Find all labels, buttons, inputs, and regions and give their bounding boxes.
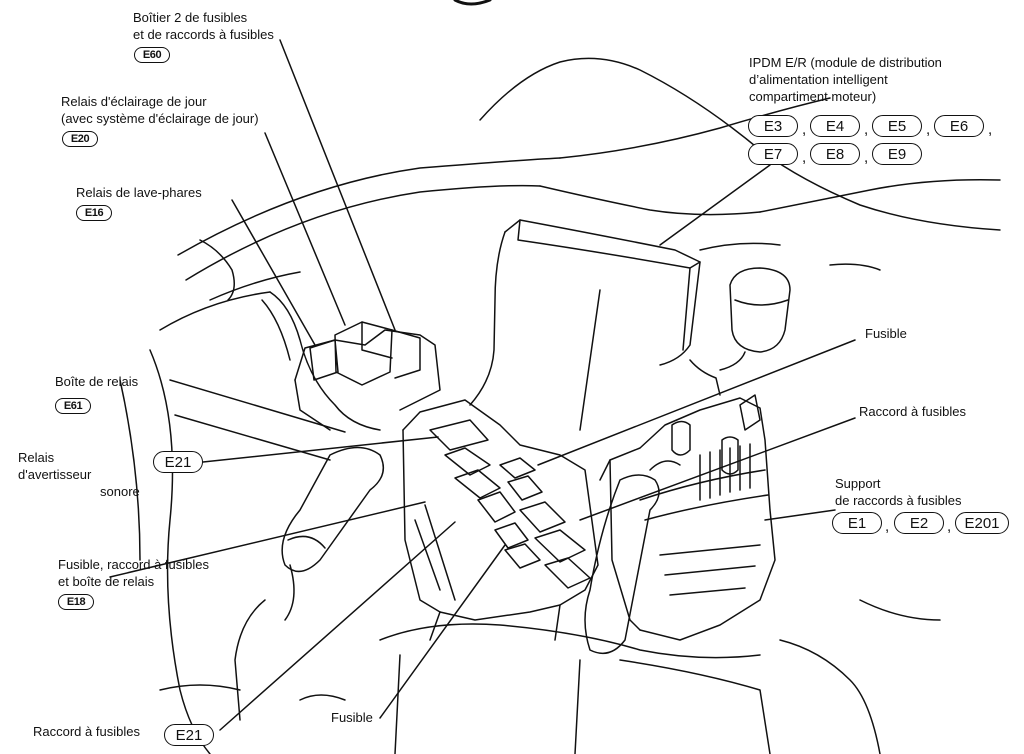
label-support-line1: Support [835,476,881,491]
separator-comma: , [988,121,993,138]
label-eclairage-line2: (avec système d'éclairage de jour) [61,111,259,126]
connector-code-e61: E61 [55,398,91,414]
label-avertisseur-line2: d'avertisseur [18,467,92,482]
connector-code-e9: E9 [872,143,922,165]
separator-comma: , [926,121,931,138]
separator-comma: , [864,121,869,138]
connector-code-e21-horn: E21 [153,451,203,473]
connector-code-e60: E60 [134,47,170,63]
connector-code-e5: E5 [872,115,922,137]
separator-comma: , [864,149,869,166]
label-fusible-raccord-line2: et boîte de relais [58,574,155,589]
label-avertisseur-line3: sonore [100,484,140,499]
label-boitier-2-line2: et de raccords à fusibles [133,27,274,42]
label-ipdm-line3: compartiment moteur) [749,89,877,104]
separator-comma: , [802,121,807,138]
label-raccord-right: Raccord à fusibles [859,404,966,419]
separator-comma: , [885,518,890,535]
connector-code-e201: E201 [955,512,1009,534]
label-boitier-2-line1: Boîtier 2 de fusibles [133,10,248,25]
label-boite-de-relais: Boîte de relais [55,374,139,389]
connector-code-e8: E8 [810,143,860,165]
label-fusible-raccord-line1: Fusible, raccord à fusibles [58,557,210,572]
label-eclairage-line1: Relais d'éclairage de jour [61,94,207,109]
connector-code-e20: E20 [62,131,98,147]
connector-code-e18: E18 [58,594,94,610]
label-support-line2: de raccords à fusibles [835,493,962,508]
connector-code-e16: E16 [76,205,112,221]
connector-code-e6: E6 [934,115,984,137]
connector-code-e4: E4 [810,115,860,137]
connector-code-e2: E2 [894,512,944,534]
label-raccord-bas: Raccord à fusibles [33,724,140,739]
label-lave-phares: Relais de lave-phares [76,185,202,200]
separator-comma: , [802,149,807,166]
label-ipdm-line2: d’alimentation intelligent [749,72,888,87]
connector-code-e1: E1 [832,512,882,534]
connector-code-e7: E7 [748,143,798,165]
label-fusible-bas: Fusible [331,710,373,725]
label-fusible-right: Fusible [865,326,907,341]
connector-code-e21-bottom: E21 [164,724,214,746]
separator-comma: , [947,518,952,535]
connector-code-e3: E3 [748,115,798,137]
label-ipdm-line1: IPDM E/R (module de distribution [749,55,942,70]
label-avertisseur-line1: Relais [18,450,55,465]
